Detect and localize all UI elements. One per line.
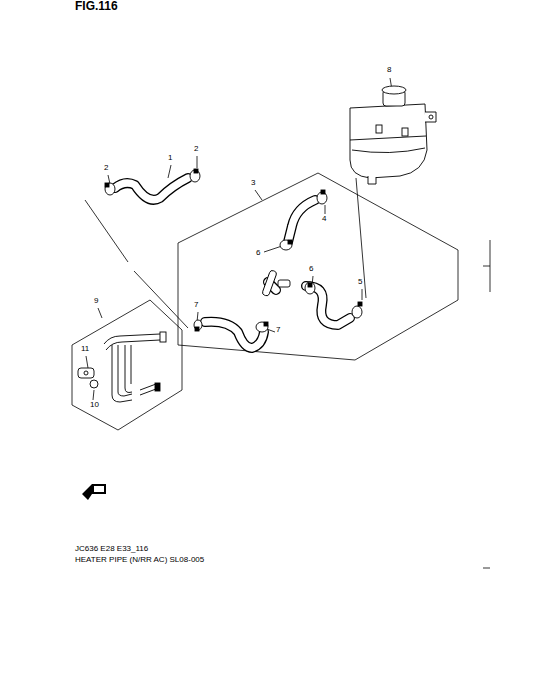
callout-number: 9 — [94, 297, 98, 306]
callout-number: 10 — [90, 401, 99, 410]
callout-number: 2 — [104, 164, 108, 173]
reservoir-tank — [350, 86, 436, 184]
callout-number: 3 — [251, 179, 255, 188]
callout-number: 6 — [309, 265, 313, 274]
front-arrow-icon — [82, 484, 106, 500]
callout-number: 7 — [276, 326, 280, 335]
joint-pipe — [262, 270, 290, 297]
group-frame — [72, 300, 182, 430]
callout-number: 6 — [256, 249, 260, 258]
callout-number: 4 — [322, 215, 326, 224]
callout-number: 11 — [81, 345, 89, 354]
callout-number: 7 — [194, 301, 198, 310]
caption-line: JC636 E28 E33_116 — [75, 545, 148, 554]
hose-clamp — [105, 169, 362, 332]
group-frame — [178, 173, 458, 360]
callout-number: 8 — [387, 66, 391, 75]
hose — [115, 178, 350, 348]
callout-number: 2 — [194, 145, 198, 154]
heater-pipe — [78, 332, 166, 402]
caption-line: HEATER PIPE (N/RR AC) SL08-005 — [75, 556, 204, 565]
figure-title: FIG.116 — [75, 0, 118, 13]
callout-number: 1 — [168, 154, 172, 163]
callout-number: 5 — [358, 278, 362, 287]
